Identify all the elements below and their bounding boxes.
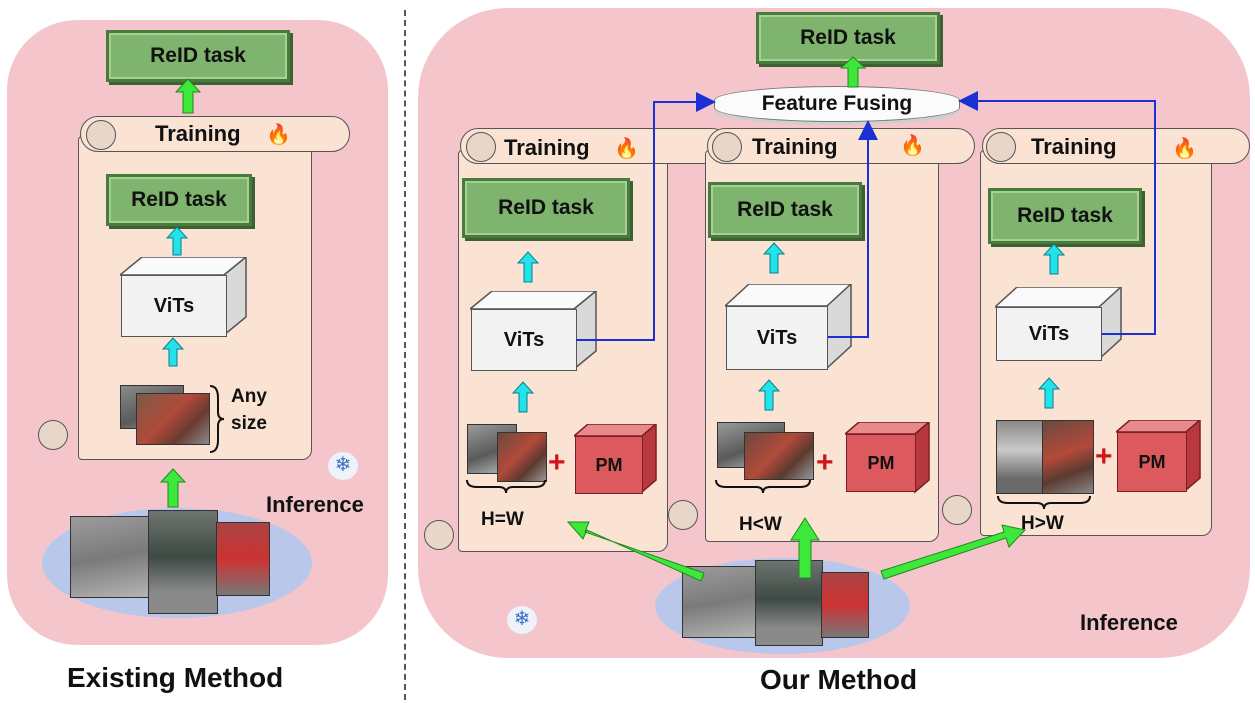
our-input-car-2 xyxy=(755,560,823,646)
existing-reid-task-inner: ReID task xyxy=(106,174,252,226)
branch1-reid-task: ReID task xyxy=(462,178,630,238)
branch3-curl-bottom xyxy=(942,495,972,525)
branch3-up-arrow-2 xyxy=(1038,377,1060,409)
flame-icon: 🔥 xyxy=(900,135,925,157)
branch3-pm-box: PM xyxy=(1117,432,1187,492)
branch1-up-arrow-1 xyxy=(517,251,539,283)
branch1-plus: + xyxy=(548,446,566,479)
existing-input-car-3 xyxy=(216,522,270,596)
branch2-up-arrow-2 xyxy=(758,379,780,411)
branch3-ratio-label: H>W xyxy=(1021,513,1064,534)
feature-fusing-box: Feature Fusing xyxy=(714,86,960,122)
branch3-vits-box: ViTs xyxy=(996,307,1102,361)
branch2-scroll-top xyxy=(707,128,975,164)
our-method-caption: Our Method xyxy=(760,664,918,695)
existing-any-label: Any xyxy=(231,386,267,407)
branch3-training-label: Training xyxy=(1031,134,1117,159)
existing-training-label: Training xyxy=(155,121,241,146)
branch3-curl-top xyxy=(986,132,1016,162)
green-arrow-to-branch2 xyxy=(790,517,820,579)
existing-method-caption: Existing Method xyxy=(67,662,284,693)
branch1-pm-box: PM xyxy=(575,436,643,494)
branch2-curl-bottom xyxy=(668,500,698,530)
branch2-curl-top xyxy=(712,132,742,162)
branch1-scroll-top xyxy=(460,128,730,164)
fusion-line-branch1 xyxy=(576,92,716,341)
our-inference-label: Inference xyxy=(1080,610,1178,635)
branch2-reid-task: ReID task xyxy=(708,182,862,238)
our-green-arrow-top xyxy=(840,56,866,88)
existing-scroll-top xyxy=(80,116,350,152)
method-divider xyxy=(404,10,406,700)
fusion-line-branch2 xyxy=(828,120,878,338)
green-arrow-to-branch1 xyxy=(566,521,705,582)
branch2-training-label: Training xyxy=(752,134,838,159)
existing-vits-cube-top xyxy=(120,257,248,337)
branch3-input-image-front xyxy=(1042,420,1094,494)
existing-any-size-brace xyxy=(209,385,225,453)
branch3-plus: + xyxy=(1095,440,1113,473)
existing-inference-label: Inference xyxy=(266,492,364,517)
branch2-brace xyxy=(715,479,811,494)
existing-scroll-curl-bottom xyxy=(38,420,68,450)
branch3-reid-task: ReID task xyxy=(988,188,1142,244)
branch3-brace xyxy=(997,495,1091,510)
branch2-vits-box: ViTs xyxy=(726,306,828,370)
branch2-pm-box: PM xyxy=(846,434,916,492)
existing-input-image-front xyxy=(136,393,210,445)
existing-vits-box: ViTs xyxy=(121,275,227,337)
snowflake-icon: ❄ xyxy=(328,452,358,480)
existing-green-arrow-top xyxy=(175,78,201,114)
branch2-ratio-label: H<W xyxy=(739,514,782,535)
branch2-input-image-front xyxy=(744,432,814,480)
branch3-input-image-back xyxy=(996,420,1044,494)
branch1-training-label: Training xyxy=(504,135,590,160)
branch3-vits-cube-top xyxy=(995,287,1123,361)
branch1-curl-bottom xyxy=(424,520,454,550)
branch2-plus: + xyxy=(816,446,834,479)
flame-icon: 🔥 xyxy=(266,124,291,146)
existing-up-arrow-2 xyxy=(162,337,184,367)
branch1-ratio-label: H=W xyxy=(481,509,524,530)
existing-reid-task-top: ReID task xyxy=(106,30,290,82)
branch3-up-arrow-1 xyxy=(1043,243,1065,275)
existing-input-car-2 xyxy=(148,510,218,614)
branch1-up-arrow-2 xyxy=(512,381,534,413)
existing-green-arrow-bottom xyxy=(160,468,186,508)
existing-input-car-1 xyxy=(70,516,152,598)
branch3-scroll-top xyxy=(982,128,1250,164)
branch1-brace xyxy=(466,479,546,494)
flame-icon: 🔥 xyxy=(614,138,639,160)
branch2-up-arrow-1 xyxy=(763,242,785,274)
green-arrow-to-branch3 xyxy=(880,524,1026,580)
branch2-vits-cube-top xyxy=(725,284,853,370)
fusion-line-branch3 xyxy=(958,91,1156,335)
existing-up-arrow-1 xyxy=(166,226,188,256)
branch1-curl-top xyxy=(466,132,496,162)
existing-size-label: size xyxy=(231,413,267,434)
branch1-input-image-front xyxy=(497,432,547,482)
flame-icon: 🔥 xyxy=(1172,138,1197,160)
existing-scroll-curl-top xyxy=(86,120,116,150)
our-input-car-3 xyxy=(821,572,869,638)
snowflake-icon: ❄ xyxy=(507,606,537,634)
